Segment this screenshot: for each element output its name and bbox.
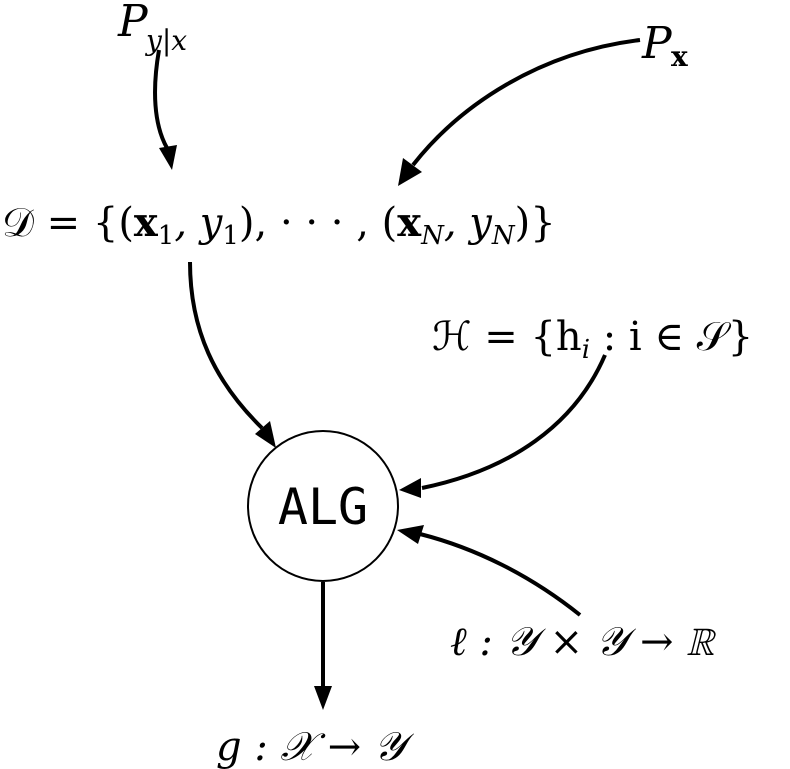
node-alg: ALG — [247, 430, 399, 582]
arrow-loss-to-alg — [397, 525, 582, 617]
node-output: g : 𝒳 → 𝒴 — [216, 724, 415, 769]
dataset-rhs: )} — [515, 200, 556, 246]
dataset-index-y1: 1 — [222, 221, 239, 251]
arrow-p-y-given-x-to-dataset — [153, 49, 177, 170]
arrow-dataset-to-alg — [188, 261, 276, 448]
dataset-xN: x — [397, 199, 422, 246]
node-p-x: P x — [641, 18, 688, 73]
alg-circle — [247, 430, 399, 582]
alg-label: ALG — [278, 478, 368, 536]
dataset-index-yN: N — [491, 221, 516, 251]
p-x-base: P — [641, 18, 673, 69]
arrow-alg-to-output — [314, 582, 332, 710]
dataset-index-1: 1 — [158, 221, 175, 251]
node-dataset: 𝒟 = {(x1, y1), · · · , (xN, yN)} — [2, 199, 556, 251]
hypothesis-rhs: : i ∈ 𝒮} — [590, 314, 753, 360]
p-y-given-x-base: P — [117, 0, 149, 47]
node-p-y-given-x: P y|x — [117, 0, 187, 57]
arrow-p-x-to-dataset — [398, 38, 641, 186]
dataset-mid-3: , y — [444, 200, 493, 246]
node-loss: ℓ : 𝒴 × 𝒴 → ℝ — [450, 619, 717, 665]
p-x-sub: x — [671, 40, 688, 73]
dataset-mid-2: ), · · · , ( — [239, 200, 397, 246]
node-hypothesis: ℋ = {hi : i ∈ 𝒮} — [432, 314, 753, 365]
arrow-hypothesis-to-alg — [399, 354, 607, 498]
dataset-lhs: 𝒟 = {( — [2, 200, 134, 246]
dataset-x1: x — [134, 199, 159, 246]
hypothesis-sub: i — [582, 335, 590, 365]
p-y-given-x-sub: y|x — [144, 24, 187, 57]
dataset-index-N: N — [420, 221, 445, 251]
hypothesis-lhs: ℋ = {h — [432, 314, 582, 360]
dataset-mid-1: , y — [174, 200, 223, 246]
